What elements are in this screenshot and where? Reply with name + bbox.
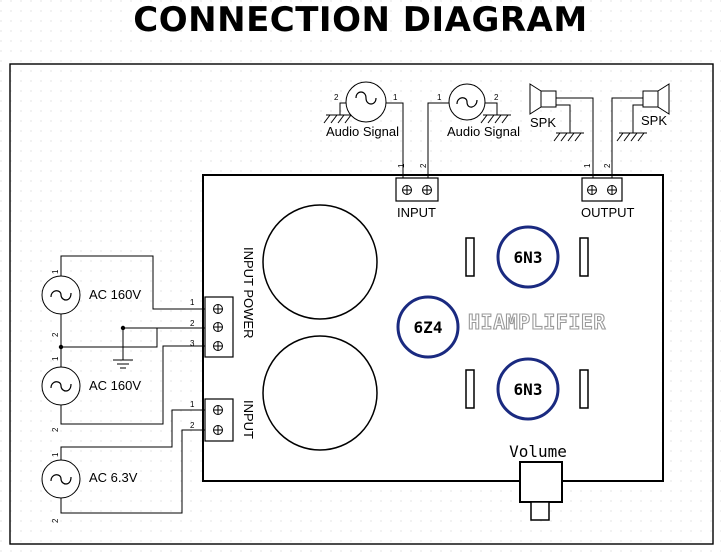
- volume-knob[interactable]: [519, 461, 563, 521]
- heater-terminal-block: INPUT 1 2: [190, 398, 256, 442]
- audio-left-pin-2: 2: [334, 93, 339, 102]
- power-pin-1: 1: [190, 298, 195, 307]
- screw-terminal-icon: [213, 405, 223, 435]
- audio-right-pin-1: 1: [437, 93, 442, 102]
- speaker-right-label: SPK: [641, 113, 667, 128]
- junction-dots: [58, 325, 126, 350]
- watermark-text: HIAMPLIFIER: [468, 310, 606, 334]
- audio-left-pin-1: 1: [393, 93, 398, 102]
- screw-terminal-icon: [402, 185, 432, 195]
- tube-top: 6N3: [496, 225, 560, 289]
- chassis-ground-icon: [323, 114, 354, 124]
- tube-middle-ring: [396, 295, 460, 359]
- input-terminal-block: INPUT 1 2: [395, 163, 439, 220]
- ac-source-3: AC 6.3V 1 2: [41, 452, 138, 523]
- chassis-ground-icon: [480, 114, 511, 124]
- output-transformer: [262, 335, 378, 451]
- page-title: CONNECTION DIAGRAM: [133, 0, 588, 40]
- input-terminal-label: INPUT: [397, 205, 436, 220]
- ac-source-icon: [41, 459, 81, 499]
- speaker-left-label: SPK: [530, 115, 556, 130]
- chassis-ground-icon: [553, 132, 584, 142]
- tube-top-label: 6N3: [514, 248, 543, 267]
- ac-source-3-pin-1: 1: [51, 452, 60, 457]
- output-terminal-block: OUTPUT 1 2: [581, 163, 635, 220]
- tube-middle: 6Z4: [396, 295, 460, 359]
- ac-source-3-pin-2: 2: [51, 518, 60, 523]
- volume-label: Volume: [509, 442, 567, 461]
- screw-terminal-icon: [587, 185, 617, 195]
- ac-source-2-pin-2: 2: [51, 427, 60, 432]
- diagram-frame: [9, 63, 714, 545]
- audio-signal-right: Audio Signal 1 2: [437, 83, 520, 139]
- ac-source-2-pin-1: 1: [51, 356, 60, 361]
- ac-source-icon: [41, 366, 81, 406]
- speaker-icon: [529, 83, 557, 115]
- audio-signal-left-label: Audio Signal: [326, 124, 399, 139]
- audio-signal-right-label: Audio Signal: [447, 124, 520, 139]
- ac-source-1: AC 160V 1 2: [41, 269, 141, 337]
- tube-middle-label: 6Z4: [414, 318, 443, 337]
- power-transformer: [262, 204, 378, 320]
- speaker-right: SPK: [641, 83, 670, 128]
- ac-source-icon: [41, 275, 81, 315]
- audio-signal-left: Audio Signal 2 1: [326, 81, 399, 139]
- chassis-ground-icon: [616, 132, 647, 142]
- speaker-left: SPK: [529, 83, 557, 130]
- heater-terminal-label: INPUT: [241, 400, 256, 439]
- capacitor-slot: [579, 237, 589, 277]
- capacitor-slot: [465, 237, 475, 277]
- input-pin-1: 1: [397, 163, 406, 168]
- screw-terminal-icon: [213, 304, 223, 351]
- signal-source-icon: [448, 83, 486, 121]
- power-terminal-block: INPUT POWER 1 2 3: [190, 247, 256, 358]
- power-pin-3: 3: [190, 339, 195, 348]
- ac-source-1-pin-2: 2: [51, 332, 60, 337]
- audio-right-pin-2: 2: [494, 93, 499, 102]
- output-pin-2: 2: [603, 163, 612, 168]
- output-terminal-label: OUTPUT: [581, 205, 635, 220]
- heater-pin-1: 1: [190, 400, 195, 409]
- heater-pin-2: 2: [190, 421, 195, 430]
- tube-bottom: 6N3: [496, 357, 560, 421]
- capacitor-slot: [465, 369, 475, 409]
- amplifier-board: 6N3 6Z4 6N3 HIAMPLIFIER Volume: [202, 174, 664, 521]
- output-pin-1: 1: [583, 163, 592, 168]
- speaker-icon: [642, 83, 670, 115]
- capacitor-slot: [579, 369, 589, 409]
- ground-icon: [113, 359, 133, 369]
- ac-source-3-label: AC 6.3V: [89, 470, 138, 485]
- input-pin-2: 2: [419, 163, 428, 168]
- ac-source-2: AC 160V 1 2: [41, 356, 141, 432]
- wiring: [60, 97, 643, 514]
- power-terminal-label: INPUT POWER: [241, 247, 256, 339]
- power-pin-2: 2: [190, 319, 195, 328]
- tube-top-ring: [496, 225, 560, 289]
- ac-source-1-label: AC 160V: [89, 287, 141, 302]
- ac-source-2-label: AC 160V: [89, 378, 141, 393]
- signal-source-icon: [345, 81, 387, 123]
- tube-bottom-ring: [496, 357, 560, 421]
- ac-source-1-pin-1: 1: [51, 269, 60, 274]
- tube-bottom-label: 6N3: [514, 380, 543, 399]
